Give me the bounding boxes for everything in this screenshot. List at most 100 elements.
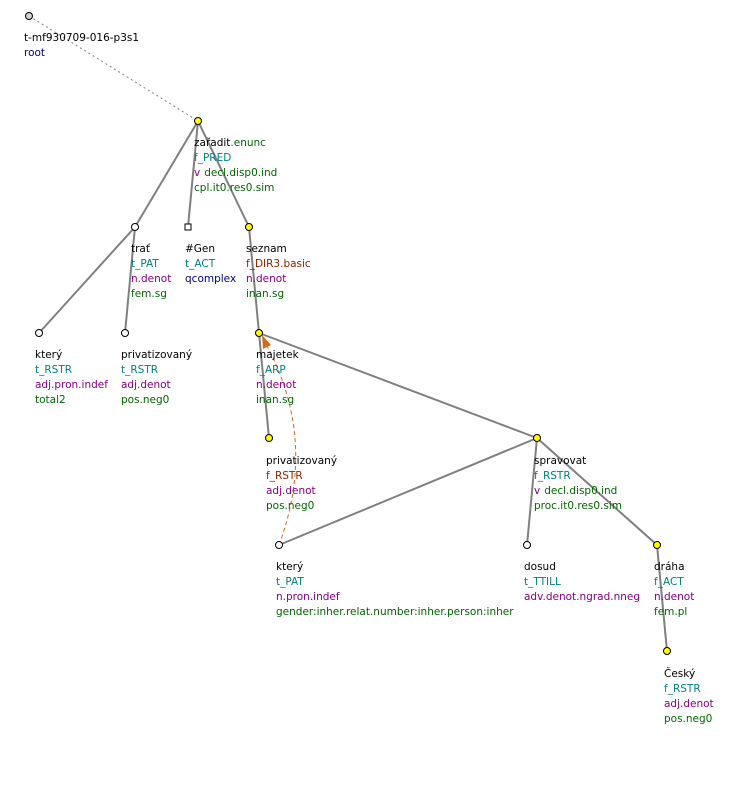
label-dosud: dosud t_TTILL adv.denot.ngrad.nneg <box>524 561 640 603</box>
spravovat-gram2: proc.it0.res0.sim <box>534 500 622 512</box>
tree-nodes <box>25 12 671 655</box>
node-zaradit[interactable] <box>194 117 202 125</box>
zaradit-functor: f_PRED <box>194 152 231 164</box>
gen-functor: t_ACT <box>185 258 216 270</box>
zaradit-sentmod: .enunc <box>230 137 266 149</box>
node-dosud[interactable] <box>523 541 531 549</box>
privatizovany1-gram: pos.neg0 <box>121 394 169 406</box>
node-privatizovany2[interactable] <box>265 434 273 442</box>
label-spravovat: spravovat f_RSTR v decl.disp0.ind proc.it… <box>534 455 622 512</box>
zaradit-lemma: zařadit <box>194 137 230 149</box>
cesky-functor: f_RSTR <box>664 683 701 695</box>
label-draha: dráha f_ACT n.denot fem.pl <box>654 561 694 618</box>
trat-functor: t_PAT <box>131 258 159 270</box>
node-ktery1[interactable] <box>35 329 43 337</box>
edge-spravovat-draha <box>536 437 658 546</box>
edge-majetek-spravovat <box>258 332 538 439</box>
label-gen: #Gen t_ACT qcomplex <box>185 243 236 285</box>
node-cesky[interactable] <box>663 647 671 655</box>
privatizovany2-functor: f_RSTR <box>266 470 303 482</box>
spravovat-functor: f_RSTR <box>534 470 571 482</box>
edge-spravovat-dosud <box>526 437 538 546</box>
root-label: root <box>24 47 45 59</box>
ktery2-gram: gender:inher.relat.number:inher.person:i… <box>276 606 514 618</box>
privatizovany2-lemma: privatizovaný <box>266 455 337 467</box>
node-majetek[interactable] <box>255 329 263 337</box>
draha-functor: f_ACT <box>654 576 684 588</box>
zaradit-gram-line: v decl.disp0.ind <box>194 167 277 179</box>
dosud-functor: t_TTILL <box>524 576 561 588</box>
gen-lemma: #Gen <box>185 243 215 255</box>
edge-draha-cesky <box>656 544 668 652</box>
majetek-gram: inan.sg <box>256 394 294 406</box>
majetek-functor: f_ARP <box>256 364 286 376</box>
node-draha[interactable] <box>653 541 661 549</box>
edge-spravovat-ktery <box>278 437 538 546</box>
zaradit-gram1: decl.disp0.ind <box>204 167 277 179</box>
label-ktery2: který t_PAT n.pron.indef gender:inher.re… <box>276 561 514 618</box>
cesky-gram: pos.neg0 <box>664 713 712 725</box>
label-privatizovany1: privatizovaný t_RSTR adj.denot pos.neg0 <box>121 349 192 406</box>
privatizovany2-sempos: adj.denot <box>266 485 316 497</box>
ktery2-sempos: n.pron.indef <box>276 591 340 603</box>
draha-lemma: dráha <box>654 561 685 573</box>
label-cesky: Český f_RSTR adj.denot pos.neg0 <box>664 667 714 725</box>
majetek-lemma: majetek <box>256 349 300 361</box>
node-gen[interactable] <box>184 223 192 231</box>
seznam-gram: inan.sg <box>246 288 284 300</box>
spravovat-gram1: decl.disp0.ind <box>544 485 617 497</box>
edge-zaradit-gen <box>187 120 199 228</box>
cesky-lemma: Český <box>664 667 695 680</box>
privatizovany1-sempos: adj.denot <box>121 379 171 391</box>
edge-trat-privatizovany <box>124 226 136 334</box>
privatizovany2-gram: pos.neg0 <box>266 500 314 512</box>
trat-gram: fem.sg <box>131 288 167 300</box>
ktery1-lemma: který <box>35 349 62 361</box>
zaradit-sempos: v <box>194 167 200 179</box>
label-majetek: majetek f_ARP n.denot inan.sg <box>256 349 300 406</box>
ktery2-lemma: který <box>276 561 303 573</box>
node-root[interactable] <box>25 12 33 20</box>
label-ktery1: který t_RSTR adj.pron.indef total2 <box>35 349 108 406</box>
label-privatizovany2: privatizovaný f_RSTR adj.denot pos.neg0 <box>266 455 337 512</box>
label-zaradit: zařadit.enunc f_PRED v decl.disp0.ind cpl… <box>194 137 277 194</box>
seznam-sempos: n.denot <box>246 273 286 285</box>
ktery2-functor: t_PAT <box>276 576 304 588</box>
privatizovany1-functor: t_RSTR <box>121 364 158 376</box>
node-labels: t-mf930709-016-p3s1 root zařadit.enunc f… <box>24 32 714 725</box>
ktery1-gram: total2 <box>35 394 66 406</box>
node-spravovat[interactable] <box>533 434 541 442</box>
spravovat-sempos: v <box>534 485 540 497</box>
root-id: t-mf930709-016-p3s1 <box>24 32 139 44</box>
zaradit-gram2: cpl.it0.res0.sim <box>194 182 274 194</box>
draha-sempos: n.denot <box>654 591 694 603</box>
label-trat: trať t_PAT n.denot fem.sg <box>131 243 171 300</box>
zaradit-lemma-line: zařadit.enunc <box>194 137 266 149</box>
edge-trat-ktery <box>38 226 136 334</box>
edge-zaradit-seznam <box>197 120 250 228</box>
edge-majetek-privatizovany <box>258 332 270 439</box>
dosud-lemma: dosud <box>524 561 556 573</box>
draha-gram: fem.pl <box>654 606 687 618</box>
ktery1-sempos: adj.pron.indef <box>35 379 108 391</box>
majetek-sempos: n.denot <box>256 379 296 391</box>
coref-arrowhead <box>262 335 271 349</box>
edge-seznam-majetek <box>248 226 260 334</box>
node-ktery2[interactable] <box>275 541 283 549</box>
tree-edges <box>28 15 668 652</box>
ktery1-functor: t_RSTR <box>35 364 72 376</box>
seznam-lemma: seznam <box>246 243 287 255</box>
spravovat-lemma: spravovat <box>534 455 586 467</box>
edge-zaradit-trat <box>134 120 199 228</box>
node-trat[interactable] <box>131 223 139 231</box>
label-seznam: seznam f_DIR3.basic n.denot inan.sg <box>246 243 311 300</box>
trat-lemma: trať <box>131 243 150 255</box>
gen-type: qcomplex <box>185 273 236 285</box>
label-root: t-mf930709-016-p3s1 root <box>24 32 139 59</box>
node-seznam[interactable] <box>245 223 253 231</box>
node-privatizovany1[interactable] <box>121 329 129 337</box>
dosud-sempos: adv.denot.ngrad.nneg <box>524 591 640 603</box>
spravovat-gram-line: v decl.disp0.ind <box>534 485 617 497</box>
coreference-arrow <box>262 335 297 546</box>
